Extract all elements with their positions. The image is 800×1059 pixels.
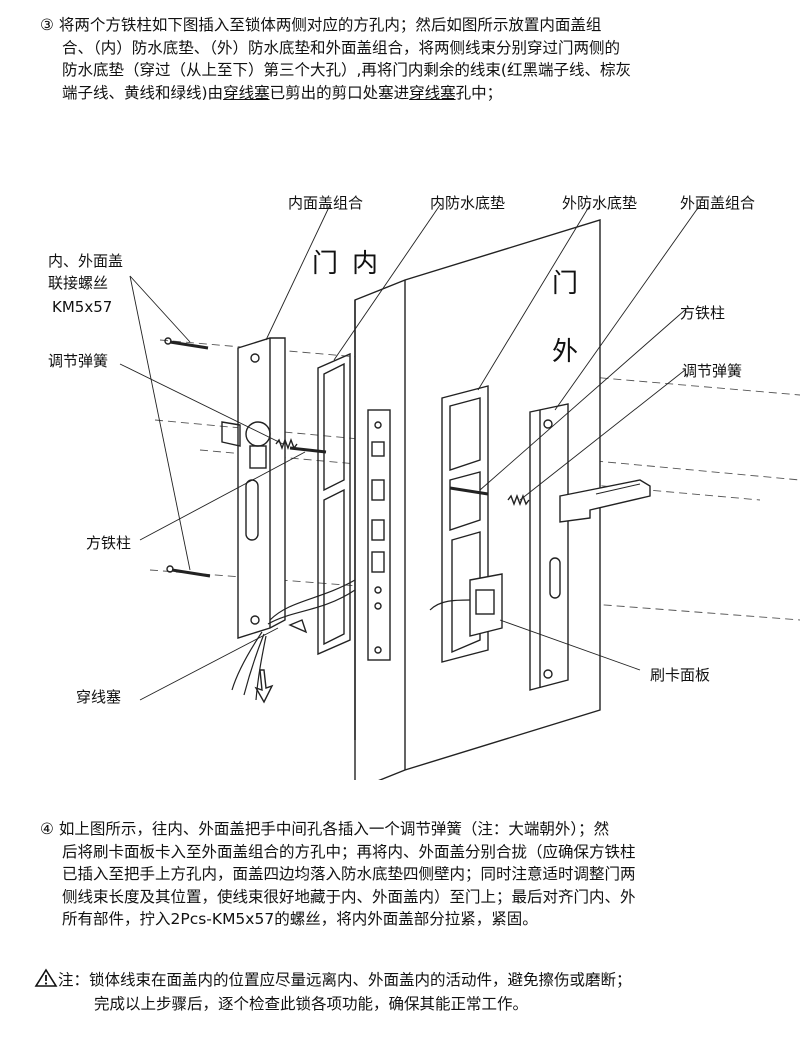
step4-line3: 已插入至把手上方孔内，面盖四边均落入防水底垫四侧壁内；同时注意适时调整门两 — [62, 865, 636, 883]
label-outer-cover: 外面盖组合 — [680, 194, 755, 212]
screws — [164, 337, 211, 578]
label-grommet: 穿线塞 — [76, 688, 121, 706]
down-arrow-icon — [254, 669, 274, 704]
label-outer-pad: 外防水底垫 — [562, 194, 637, 212]
label-spring-right: 调节弹簧 — [682, 362, 742, 380]
note-line2: 完成以上步骤后，逐个检查此锁各项功能，确保其能正常工作。 — [94, 995, 529, 1013]
label-card-panel: 刷卡面板 — [650, 666, 710, 684]
outer-cover-assembly — [529, 403, 651, 691]
step4-line5: 所有部件，拧入2Pcs-KM5x57的螺丝，将内外面盖部分拉紧，紧固。 — [62, 910, 538, 928]
step4-line4: 侧线束长度及其位置，使线束很好地藏于内、外面盖内）至门上；最后对齐门内、外 — [62, 887, 636, 906]
square-bars — [289, 446, 489, 496]
note-text-1: 注：锁体线束在面盖内的位置应尽量远离内、外面盖内的活动件，避免擦伤或磨断； — [58, 971, 632, 989]
step3-line4-e: 孔中； — [455, 83, 503, 102]
step3-line2: 合、（内）防水底垫、（外）防水底垫和外面盖组合，将两侧线束分别穿过门两侧的 — [62, 38, 621, 57]
door-outside-char1: 门 — [552, 269, 580, 299]
inner-waterproof-pad — [317, 352, 351, 656]
exploded-assembly-diagram: 内面盖组合 内防水底垫 外防水底垫 外面盖组合 内、外面盖 联接螺丝 KM5x5… — [48, 194, 800, 780]
warning-icon — [34, 968, 58, 987]
label-screw-line3: KM5x57 — [52, 298, 112, 316]
step3-line3: 防水底垫（穿过（从上至下）第三个大孔）,再将门内剩余的线束(红黑端子线、棕灰 — [62, 61, 631, 79]
note-line1: 注：锁体线束在面盖内的位置应尽量远离内、外面盖内的活动件，避免擦伤或磨断； — [34, 968, 794, 992]
label-bar-right: 方铁柱 — [680, 304, 725, 322]
step3-paragraph: ③ 将两个方铁柱如下图插入至锁体两侧对应的方孔内；然后如图所示放置内面盖组 合、… — [40, 14, 785, 104]
label-inner-cover: 内面盖组合 — [288, 194, 363, 212]
step4-line1: ④ 如上图所示，往内、外面盖把手中间孔各插入一个调节弹簧（注：大端朝外）；然 — [40, 820, 610, 838]
outer-waterproof-pad — [441, 385, 489, 663]
door-inside-char1: 门 — [312, 249, 340, 279]
door-outside-char2: 外 — [552, 337, 580, 367]
label-bar-left: 方铁柱 — [86, 534, 131, 552]
step3-line4-c: 已剪出的剪口处塞进 — [269, 83, 410, 102]
label-spring-left: 调节弹簧 — [48, 352, 108, 370]
label-inner-pad: 内防水底垫 — [430, 194, 505, 212]
card-reader-panel — [469, 573, 503, 637]
step3-line1: ③ 将两个方铁柱如下图插入至锁体两侧对应的方孔内；然后如图所示放置内面盖组 — [40, 16, 602, 34]
door-inside-char2: 内 — [352, 249, 380, 279]
grommet-term-1: 穿线塞 — [223, 83, 270, 102]
step3-line4-a: 端子线、黄线和绿线)由 — [62, 83, 224, 102]
springs — [275, 438, 530, 506]
wire-harness — [231, 579, 471, 701]
note-block: 注：锁体线束在面盖内的位置应尽量远离内、外面盖内的活动件，避免擦伤或磨断； 完成… — [34, 968, 794, 1016]
step4-paragraph: ④ 如上图所示，往内、外面盖把手中间孔各插入一个调节弹簧（注：大端朝外）；然 后… — [40, 818, 785, 931]
pointer-arrow-icon — [288, 619, 308, 634]
step4-line2: 后将刷卡面板卡入至外面盖组合的方孔中；再将内、外面盖分别合拢（应确保方铁柱 — [62, 842, 636, 861]
label-screw-line1: 内、外面盖 — [48, 252, 123, 270]
grommet-term-2: 穿线塞 — [409, 83, 456, 102]
step3-line4: 端子线、黄线和绿线)由穿线塞已剪出的剪口处塞进穿线塞孔中； — [40, 82, 785, 105]
inner-cover-assembly — [221, 337, 286, 639]
leader-lines — [119, 204, 701, 701]
label-screw-line2: 联接螺丝 — [48, 274, 108, 292]
